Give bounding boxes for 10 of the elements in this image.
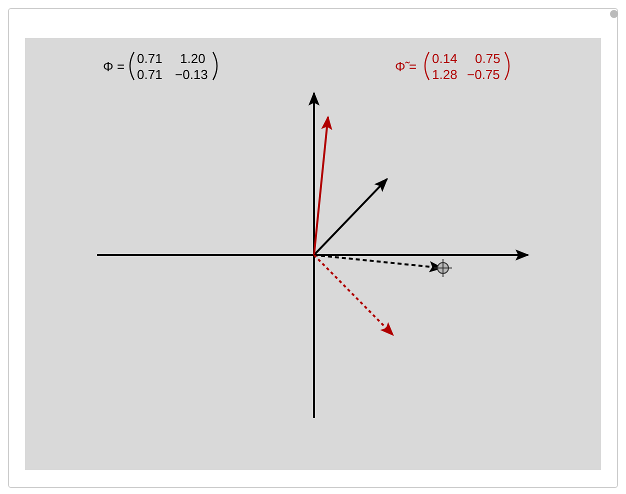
matrix-entry: 0.71 — [137, 51, 162, 66]
matrix-symbol: Φ̃ = — [395, 59, 417, 74]
matrix-symbol: Φ = — [103, 59, 125, 74]
matrix-entry: −0.13 — [175, 67, 208, 82]
matrix-entry: 0.75 — [475, 51, 500, 66]
matrix-entry: 1.20 — [180, 51, 206, 66]
matrix-entry: 0.14 — [432, 51, 458, 66]
matrix-entry: −0.75 — [467, 67, 500, 82]
matrix-entry: 0.71 — [137, 67, 162, 82]
matrix-entry: 1.28 — [432, 67, 458, 82]
